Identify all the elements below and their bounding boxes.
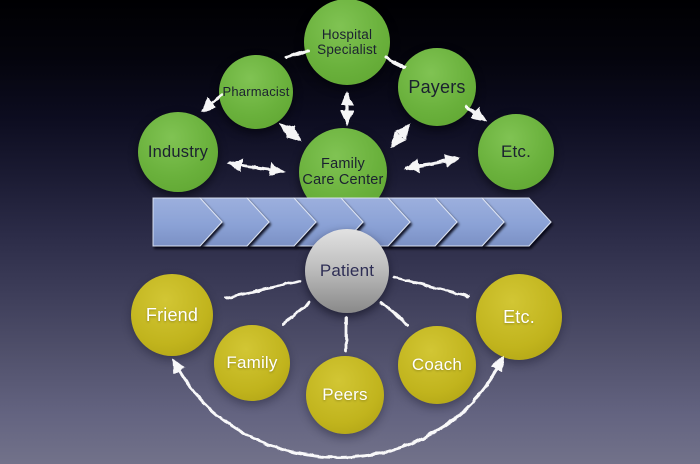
node-payers: Payers — [398, 48, 476, 126]
node-friend: Friend — [131, 274, 213, 356]
node-label: Payers — [408, 76, 466, 97]
node-label: Etc. — [503, 306, 535, 327]
node-patient: Patient — [305, 229, 389, 313]
node-pharmacist: Pharmacist — [219, 55, 293, 129]
node-label: Family — [226, 353, 278, 373]
line-patient-coach — [379, 300, 410, 327]
line-patient-etc — [392, 275, 470, 298]
chevron-arrow — [386, 197, 458, 247]
node-label: Coach — [411, 355, 463, 375]
node-label: Friend — [145, 304, 199, 325]
arrow-industry-fcc — [226, 158, 286, 177]
node-label: Pharmacist — [222, 83, 290, 99]
node-label: Specialist — [317, 42, 377, 57]
node-label: Industry — [147, 142, 209, 161]
line-patient-friend — [224, 279, 302, 300]
node-label: Peers — [322, 385, 368, 405]
chevron-arrow — [245, 197, 317, 247]
node-etc-support: Etc. — [476, 274, 562, 360]
line-patient-family — [281, 300, 312, 326]
node-family: Family — [214, 325, 290, 401]
chevron-arrow — [152, 197, 223, 247]
node-label: Hospital — [321, 26, 373, 42]
node-etc-care-team: Etc. — [478, 114, 554, 190]
node-label: Family — [321, 155, 365, 172]
arrow-fcc-etc — [403, 154, 461, 173]
node-peers: Peers — [306, 356, 384, 434]
node-coach: Coach — [398, 326, 476, 404]
node-label: Etc. — [500, 142, 532, 162]
arrow-payers-fcc — [390, 123, 411, 148]
node-industry: Industry — [138, 112, 218, 192]
line-hospital-payers — [384, 56, 406, 69]
arrow-pharmacist-fcc — [279, 122, 302, 142]
node-label: Care Center — [302, 172, 384, 188]
arrow-payers-etc — [465, 105, 487, 123]
chevron-arrow — [198, 197, 270, 247]
chevron-arrow — [480, 197, 552, 247]
node-label: Patient — [319, 261, 375, 281]
chevron-arrow — [433, 197, 505, 247]
